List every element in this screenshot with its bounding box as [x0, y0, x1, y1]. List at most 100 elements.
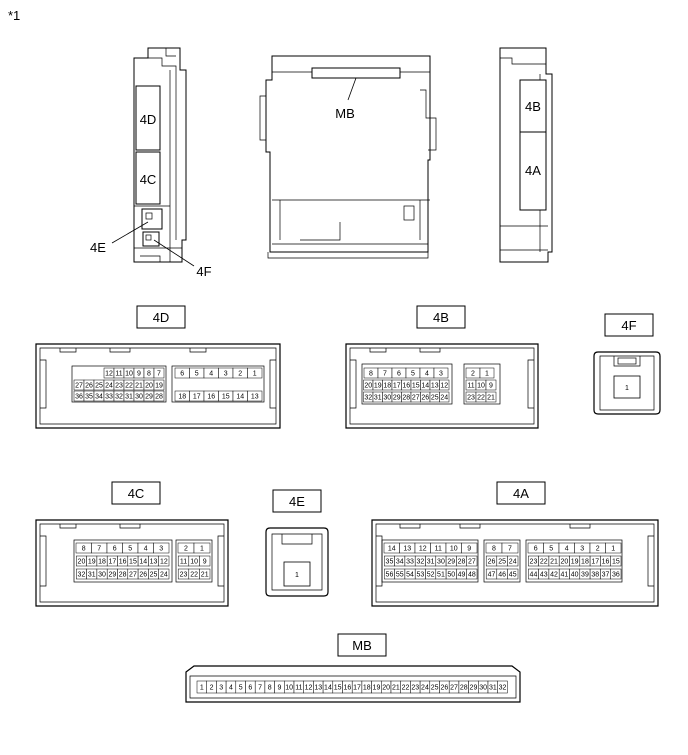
pin-number: 13: [314, 685, 322, 692]
side-4b-box: [519, 79, 547, 133]
pin-cell: [153, 367, 165, 379]
pin-number: 32: [78, 572, 86, 579]
pin-number: 47: [488, 572, 496, 579]
pin-number: 13: [251, 394, 259, 401]
pin-number: 1: [200, 546, 204, 553]
pin-number: 26: [139, 572, 147, 579]
pin-number: 39: [581, 572, 589, 579]
connector-4f-label-box: [604, 313, 654, 337]
connector-4c-label-box: [111, 481, 161, 505]
pin-number: 24: [160, 572, 168, 579]
pin-number: 4: [144, 546, 148, 553]
pin-number: 40: [571, 572, 579, 579]
pin-number: 15: [334, 685, 342, 692]
pin-number: 9: [489, 383, 493, 390]
pin-number: 29: [145, 394, 153, 401]
pin-number: 12: [419, 546, 427, 553]
pin-number: 24: [440, 395, 448, 402]
pin-number: 10: [125, 371, 133, 378]
pin-number: 21: [550, 559, 558, 566]
pin-number: 28: [460, 685, 468, 692]
pin-number: 7: [508, 546, 512, 553]
pin-number: 21: [487, 395, 495, 402]
pin-number: 2: [210, 685, 214, 692]
pin-number: 33: [105, 394, 113, 401]
pin-number: 16: [402, 383, 410, 390]
callout-4e-label: 4E: [90, 240, 106, 255]
pin-number: 8: [369, 371, 373, 378]
pin-number: 19: [571, 559, 579, 566]
pin-number: 24: [421, 685, 429, 692]
callout-4f-label: 4F: [196, 264, 211, 279]
side-mb-leader: [347, 77, 357, 101]
pin-number: 17: [591, 559, 599, 566]
pin-number: 10: [477, 383, 485, 390]
pin-number: 10: [285, 685, 293, 692]
pin-number: 41: [560, 572, 568, 579]
pin-number: 9: [277, 685, 281, 692]
pin-number: 3: [224, 371, 228, 378]
pin-number: 26: [488, 559, 496, 566]
pin-number: 17: [353, 685, 361, 692]
pin-number: 56: [386, 572, 394, 579]
pin-number: 36: [612, 572, 620, 579]
pin-number: 23: [180, 572, 188, 579]
pin-number: 25: [498, 559, 506, 566]
pin-number: 20: [364, 383, 372, 390]
connector-4e-label-box: [272, 489, 322, 513]
pin-number: 42: [550, 572, 558, 579]
pin-number: 1: [485, 371, 489, 378]
pin-number: 10: [190, 559, 198, 566]
side-view-left: 4D 4C 4E 4F: [90, 47, 212, 279]
pin-cell: [153, 542, 170, 554]
pin-number: 10: [450, 546, 458, 553]
pin-number: 11: [115, 371, 122, 378]
pin-cell: [610, 555, 622, 567]
pin-number: 14: [421, 383, 429, 390]
pin-number: 14: [236, 394, 244, 401]
pin-cell: [501, 542, 519, 554]
pin-number: 6: [180, 371, 184, 378]
pin-cell: [461, 542, 478, 554]
pin-number: 48: [468, 572, 476, 579]
pin-number: 26: [85, 383, 93, 390]
pin-number: 14: [139, 559, 147, 566]
callout-4f-line: [153, 239, 195, 267]
pin-number: 23: [530, 559, 538, 566]
pin-number: 35: [85, 394, 93, 401]
pin-number: 30: [135, 394, 143, 401]
pin-number: 19: [155, 383, 163, 390]
pin-number: 12: [105, 371, 113, 378]
pin-cell: [247, 367, 263, 379]
pin-number: 1: [253, 371, 257, 378]
pin-cell: [158, 568, 170, 580]
pin-number: 30: [98, 572, 106, 579]
pin-number: 33: [406, 559, 414, 566]
pin-number: 23: [467, 395, 475, 402]
pin-number: 34: [396, 559, 404, 566]
side-4d-label: 4D: [140, 112, 157, 127]
pin-number: 22: [125, 383, 133, 390]
pin-number: 17: [393, 383, 401, 390]
pin-number: 11: [467, 383, 474, 390]
pin-number: 14: [324, 685, 332, 692]
side-view-center: MB: [259, 55, 437, 259]
pin-number: 17: [193, 394, 201, 401]
pin-number: 27: [450, 685, 458, 692]
side-view-right: 4B 4A: [499, 47, 553, 263]
pin-number: 23: [411, 685, 419, 692]
pin-number: 31: [125, 394, 133, 401]
pin-number: 44: [530, 572, 538, 579]
callout-4e-line: [111, 221, 149, 244]
pin-number: 6: [113, 546, 117, 553]
pin-number: 9: [137, 371, 141, 378]
pin-number: 28: [402, 395, 410, 402]
pin-number: 22: [540, 559, 548, 566]
pin-cell: [247, 390, 263, 402]
pin-number: 8: [82, 546, 86, 553]
pin-number: 21: [392, 685, 400, 692]
pin-number: 19: [373, 685, 381, 692]
pin-number: 22: [190, 572, 198, 579]
pin-number: 24: [105, 383, 113, 390]
